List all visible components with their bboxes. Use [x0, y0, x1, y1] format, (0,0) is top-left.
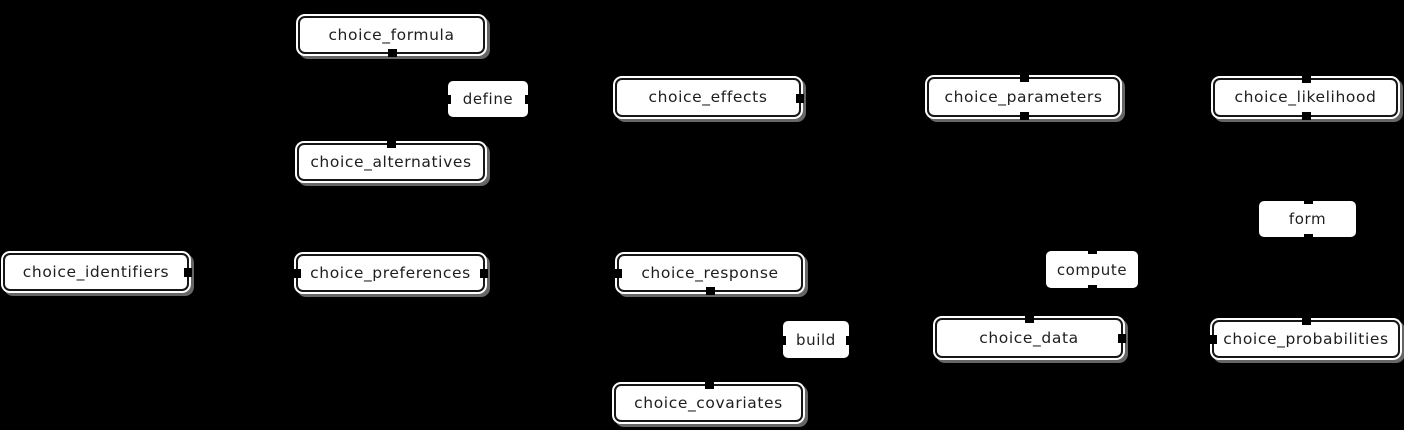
edge-connector-notch: [778, 335, 786, 345]
node-choice-formula: choice_formula: [298, 16, 485, 57]
edge-connector-notch: [1303, 196, 1313, 204]
node-label: choice_preferences: [310, 263, 471, 282]
edge-connector-notch: [796, 93, 804, 103]
node-label: choice_parameters: [944, 87, 1103, 106]
edge-connector-notch: [1302, 317, 1311, 325]
edge-label-compute: compute: [1046, 246, 1138, 293]
node-label: choice_data: [979, 328, 1079, 347]
node-choice-probabilities: choice_probabilities: [1209, 317, 1400, 358]
edge-connector-notch: [387, 140, 396, 148]
edge-label-build: build: [778, 321, 854, 358]
edge-connector-notch: [1088, 285, 1097, 293]
edge-connector-notch: [1019, 112, 1029, 120]
node-label: choice_covariates: [634, 393, 783, 412]
node-label: choice_likelihood: [1234, 88, 1377, 107]
edge-label-text: define: [462, 90, 514, 108]
edge-connector-notch: [480, 269, 488, 278]
node-label: choice_identifiers: [22, 262, 170, 281]
edge-connector-notch: [1303, 234, 1313, 242]
edge-connector-notch: [1301, 75, 1311, 83]
node-label: choice_formula: [328, 25, 455, 44]
edge-connector-notch: [706, 287, 715, 295]
node-choice-response: choice_response: [614, 254, 803, 295]
edge-connector-notch: [293, 269, 301, 278]
edge-connector-notch: [525, 95, 533, 104]
node-choice-preferences: choice_preferences: [293, 254, 488, 292]
node-label: choice_alternatives: [310, 152, 472, 171]
node-label: choice_response: [641, 263, 779, 282]
node-choice-effects: choice_effects: [615, 78, 804, 117]
edge-label-define: define: [443, 81, 533, 117]
edge-connector-notch: [1088, 246, 1097, 254]
edge-connector-notch: [1019, 74, 1029, 82]
edge-connector-notch: [1118, 334, 1126, 343]
node-choice-identifiers: choice_identifiers: [3, 253, 192, 291]
edge-label-text: compute: [1056, 260, 1128, 279]
edge-label-text: build: [796, 330, 836, 349]
edge-label-text: form: [1288, 210, 1327, 228]
edge-connector-notch: [846, 335, 854, 345]
node-label: choice_effects: [648, 88, 768, 107]
node-choice-likelihood: choice_likelihood: [1213, 75, 1398, 120]
node-choice-alternatives: choice_alternatives: [297, 140, 485, 181]
node-label: choice_probabilities: [1223, 329, 1389, 348]
edge-connector-notch: [704, 381, 714, 389]
edge-connector-notch: [184, 268, 192, 277]
edge-connector-notch: [1209, 335, 1217, 344]
edge-connector-notch: [387, 49, 397, 57]
edge-connector-notch: [1025, 315, 1034, 323]
edge-label-form: form: [1259, 196, 1356, 242]
node-choice-parameters: choice_parameters: [927, 74, 1120, 120]
edge-connector-notch: [614, 269, 622, 278]
node-choice-data: choice_data: [935, 315, 1126, 358]
node-choice-covariates: choice_covariates: [614, 381, 803, 422]
edge-connector-notch: [443, 95, 451, 104]
edge-connector-notch: [1301, 112, 1311, 120]
